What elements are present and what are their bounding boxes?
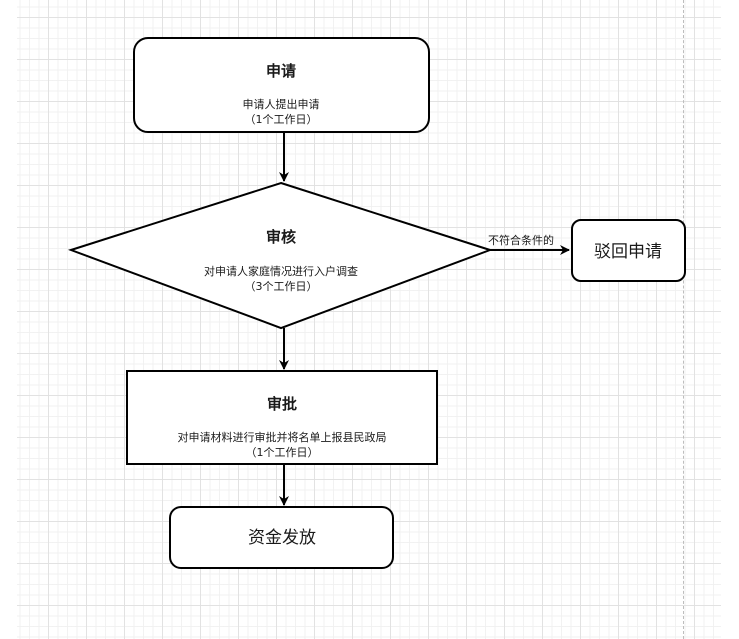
node-approve-duration: （1个工作日）: [246, 446, 319, 459]
node-review[interactable]: 审核 对申请人家庭情况进行入户调查 （3个工作日）: [67, 181, 494, 330]
node-review-description: 对申请人家庭情况进行入户调查: [204, 264, 358, 278]
node-apply-description: 申请人提出申请: [243, 97, 320, 111]
node-review-duration: （3个工作日）: [245, 280, 318, 293]
node-apply-duration: （1个工作日）: [245, 113, 318, 126]
node-disburse[interactable]: 资金发放: [169, 506, 394, 569]
node-review-title: 审核: [266, 228, 296, 246]
node-reject-title: 驳回申请: [594, 242, 662, 262]
node-apply[interactable]: 申请 申请人提出申请 （1个工作日）: [133, 37, 430, 133]
node-approve-description: 对申请材料进行审批并将名单上报县民政局: [178, 430, 387, 444]
node-disburse-title: 资金发放: [248, 528, 316, 548]
node-reject[interactable]: 驳回申请: [571, 219, 686, 282]
node-approve-title: 审批: [267, 395, 297, 413]
node-approve[interactable]: 审批 对申请材料进行审批并将名单上报县民政局 （1个工作日）: [126, 370, 438, 465]
edge-label-reject-condition: 不符合条件的: [488, 233, 554, 247]
page-boundary-dashed-line: [683, 0, 684, 639]
node-apply-title: 申请: [266, 62, 296, 80]
